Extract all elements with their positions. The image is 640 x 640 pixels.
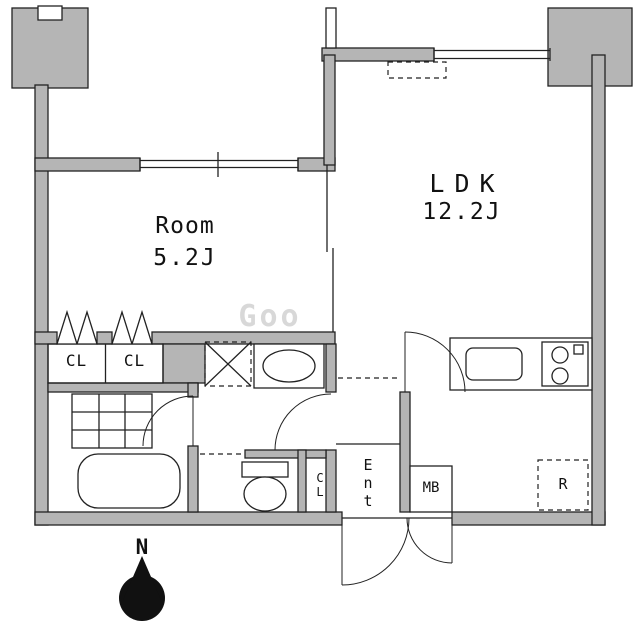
hall-ldk-door-arc <box>404 331 466 393</box>
pipe-shaft <box>204 341 252 387</box>
bathtub-icon <box>77 453 181 509</box>
wall-top-ldk <box>321 47 435 62</box>
wall-below-room-3 <box>151 331 336 345</box>
wall-washroom-hall-b <box>325 449 337 513</box>
balcony-divider <box>325 7 337 49</box>
folding-door-icon <box>56 309 98 345</box>
wall-bathroom-right-a <box>187 382 199 398</box>
toilet <box>241 461 289 512</box>
kitchen <box>449 337 593 511</box>
toilet-tank <box>241 461 289 478</box>
wash-basin-icon <box>262 349 316 383</box>
burner-icon <box>551 346 569 364</box>
pillar-notch <box>37 5 63 21</box>
wall-bathroom-top <box>47 382 199 393</box>
entrance-area <box>336 377 452 519</box>
pillar-top-left <box>11 7 89 89</box>
shaft-box <box>204 341 252 387</box>
washroom-door-arc <box>274 393 332 451</box>
room-name-label: Room <box>155 213 215 239</box>
washing-machine-pan <box>71 393 153 449</box>
toilet-bowl-icon <box>243 476 287 512</box>
ldk-window <box>433 48 551 61</box>
kitchen-sink-icon <box>465 347 523 381</box>
compass <box>119 556 165 621</box>
wall-room-top-left <box>34 157 141 172</box>
wall-washroom-hall-a <box>325 343 337 393</box>
bathroom-door-arc <box>142 395 194 447</box>
wall-bottom-right <box>451 511 606 526</box>
wall-right <box>591 54 606 526</box>
stove-panel <box>573 344 584 355</box>
room-window <box>139 152 299 177</box>
burner-icon <box>551 367 569 385</box>
closet-left-label: CL <box>65 351 88 370</box>
washroom <box>200 343 325 455</box>
meter-box-door-arc <box>406 517 453 564</box>
wall-left <box>34 84 49 526</box>
wall-bottom-left <box>34 511 343 526</box>
room-size-label: 5.2J <box>153 245 217 271</box>
doors <box>142 331 466 586</box>
watermark: Goo <box>238 299 302 334</box>
meter-box <box>409 465 453 513</box>
refrigerator-space <box>537 459 589 511</box>
compass-north-label: N <box>135 535 149 559</box>
pillar-top-right <box>547 7 633 87</box>
ldk-name-label: LDK <box>429 169 505 198</box>
shaft-cross-icon <box>204 341 252 387</box>
windows <box>139 48 551 177</box>
outer-walls <box>34 7 606 526</box>
wall-bathroom-right-b <box>187 445 199 513</box>
pillars <box>11 5 633 89</box>
closets <box>47 309 164 384</box>
wall-closet-shaft <box>162 343 206 384</box>
wall-below-room-2 <box>96 331 113 345</box>
ldk-size-label: 12.2J <box>422 199 502 225</box>
meter-box-label: MB <box>422 480 440 496</box>
wall-hall-ldk <box>399 391 411 513</box>
folding-door-icon <box>111 309 153 345</box>
beam-outline <box>387 61 447 79</box>
wall-below-room-1 <box>34 331 58 345</box>
wall-room-ldk <box>323 54 336 166</box>
closet-right-label: CL <box>123 351 146 370</box>
bathroom <box>71 393 181 509</box>
compass-needle-icon <box>123 556 161 600</box>
washing-pan-grid <box>72 394 152 448</box>
entrance-door-arc <box>341 517 410 586</box>
refrigerator-label: R <box>558 475 568 493</box>
entrance-label: Ent <box>359 456 377 510</box>
wall-toilet-top <box>244 449 327 459</box>
sliding-door-room-ldk <box>326 165 334 335</box>
closet-hall-label: CL <box>313 471 327 499</box>
